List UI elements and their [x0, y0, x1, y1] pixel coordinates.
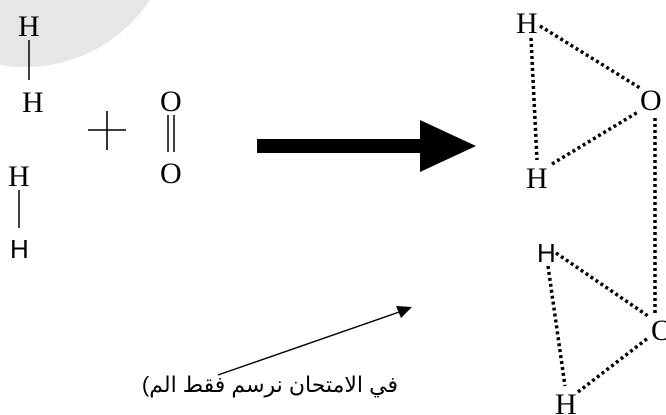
pointer-arrow-line — [217, 309, 406, 376]
ts-h-low-atom: H — [537, 238, 556, 268]
ts-bond-hlow-hbottom — [546, 265, 567, 387]
ts-bond-htop-otop — [539, 24, 641, 90]
pointer-arrow-head — [396, 306, 412, 318]
ts-bond-htop-hmid — [529, 37, 539, 161]
o2-top-atom: O — [160, 85, 182, 118]
ts-h-bottom-atom: H — [555, 388, 577, 415]
ts-bond-hmid-otop — [551, 110, 639, 166]
h2a-bottom-atom: H — [22, 86, 44, 119]
ts-bond-hlow-olow — [555, 251, 649, 318]
h2a-top-atom: H — [18, 10, 40, 43]
ts-o-low-atom: O — [651, 314, 666, 347]
ts-h-mid-atom: H — [526, 162, 548, 195]
caption-text: (في الامتحان نرسم فقط الم — [142, 372, 398, 398]
reaction-arrow-head — [420, 120, 476, 172]
corner-decoration — [0, 0, 150, 68]
h2b-bottom-atom: H — [10, 234, 29, 264]
reaction-arrow-shaft — [257, 139, 422, 153]
h2b-top-atom: H — [8, 160, 30, 193]
ts-o-top-atom: O — [640, 84, 662, 117]
ts-bond-hbottom-olow — [576, 336, 650, 394]
o2-bottom-atom: O — [160, 157, 182, 190]
ts-h-top-atom: H — [516, 7, 538, 40]
